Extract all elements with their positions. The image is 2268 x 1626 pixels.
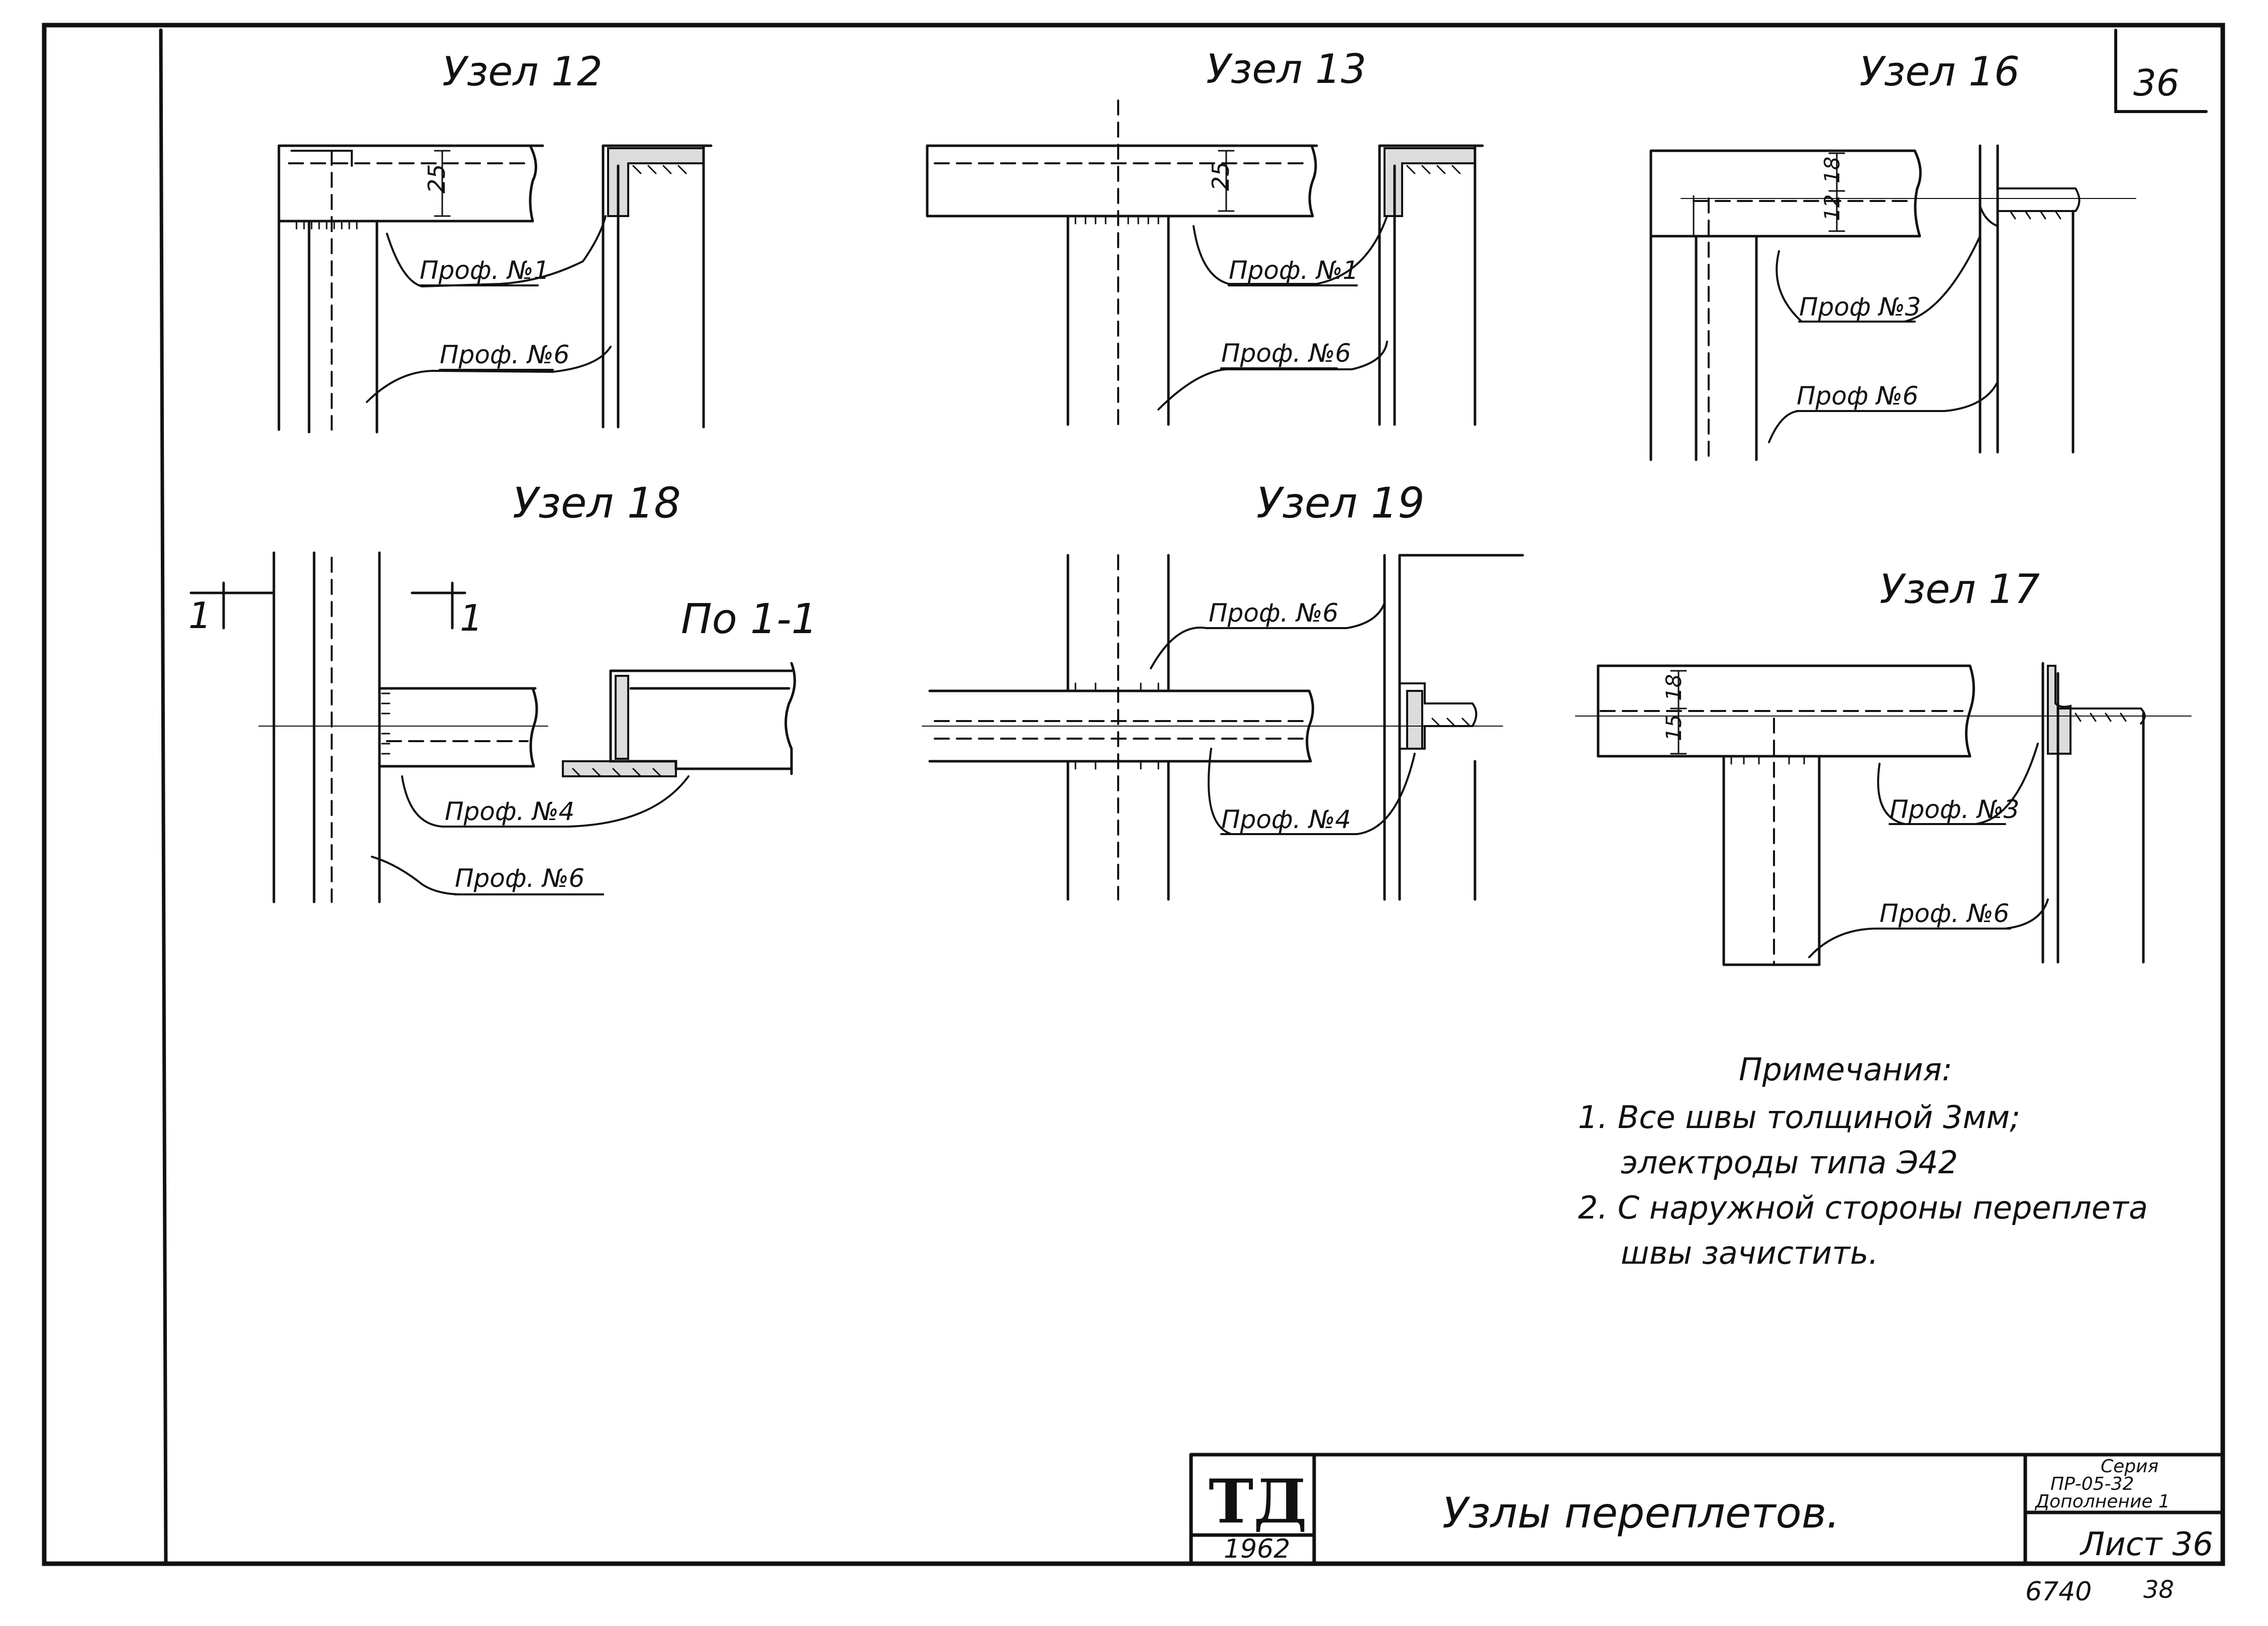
node-16-title: Узел 16 [1859,48,2020,95]
node-19: Узел 19 Проф. №6 Проф. №4 [922,478,1524,901]
sheet-frame: 36 [42,23,2225,1566]
notes-line-1: 1. Все швы толщиной 3мм; [1578,1099,2020,1136]
footer-number-left: 6740 [2025,1577,2092,1607]
node-18-title: Узел 18 [513,478,681,528]
node-12-label-top: Проф. №1 [420,256,549,285]
node-12-label-bottom: Проф. №6 [440,340,569,369]
footer: 6740 38 [2025,1576,2174,1607]
node-18-label-top: Проф. №4 [445,797,574,826]
series-code: ПР-05-32 [2050,1474,2134,1494]
node-16-dim-b: 12 [1820,194,1844,221]
node-13-title: Узел 13 [1206,46,1366,92]
node-17: Узел 17 18 15 Проф. №3 Проф. №6 [1575,566,2192,966]
node-19-label-top: Проф. №6 [1209,598,1338,628]
node-18-section-title: По 1-1 [681,595,818,643]
title-block: ТД 1962 Узлы переплетов. Серия ПР-05-32 … [1189,1453,2225,1566]
notes-line-3: 2. С наружной стороны переплета [1578,1189,2148,1226]
notes-line-4: швы зачистить. [1621,1235,1879,1271]
node-18-label-bottom: Проф. №6 [455,864,584,893]
node-12-dim: 25 [423,164,450,193]
node-18-section-mark-left: 1 [188,594,212,637]
node-16-dim-a: 18 [1820,157,1844,183]
node-16-label-top: Проф №3 [1799,292,1921,322]
notes-line-2: электроды типа Э42 [1621,1144,1958,1181]
node-17-label-bottom: Проф. №6 [1880,899,2009,928]
node-13-label-bottom: Проф. №6 [1221,339,1351,368]
node-17-dim-a: 18 [1661,674,1686,701]
title-block-year: 1962 [1224,1534,1290,1564]
sheet-label: Лист 36 [2080,1526,2213,1563]
node-13-label-top: Проф. №1 [1229,256,1358,285]
node-13-dim: 25 [1207,161,1234,191]
node-17-title: Узел 17 [1880,566,2040,613]
notes-heading: Примечания: [1739,1051,1952,1088]
node-12-title: Узел 12 [442,48,603,95]
node-17-dim-b: 15 [1661,715,1686,741]
node-19-label-bottom: Проф. №4 [1221,805,1351,834]
node-13: Узел 13 25 Проф. №1 Проф. №6 [926,46,1484,433]
node-16: Узел 16 18 12 Проф №3 Проф №6 [1649,48,2136,461]
node-18: Узел 18 1 1 По 1-1 Проф. №4 Проф. №6 [188,478,818,903]
node-17-label-top: Проф. №3 [1890,795,2019,824]
title-block-logo: ТД [1209,1466,1307,1537]
series-supplement: Дополнение 1 [2034,1491,2170,1512]
series-label: Серия [2101,1456,2158,1477]
title-block-title: Узлы переплетов. [1442,1488,1840,1538]
node-18-section-mark-right: 1 [460,597,483,639]
footer-number-right: 38 [2143,1576,2174,1604]
sheet-number: 36 [2133,62,2180,104]
node-12: Узел 12 25 Проф. №1 Проф. №6 [277,48,713,434]
node-19-title: Узел 19 [1256,478,1425,528]
notes: Примечания: 1. Все швы толщиной 3мм; эле… [1578,1051,2148,1271]
node-16-label-bottom: Проф №6 [1797,381,1918,411]
